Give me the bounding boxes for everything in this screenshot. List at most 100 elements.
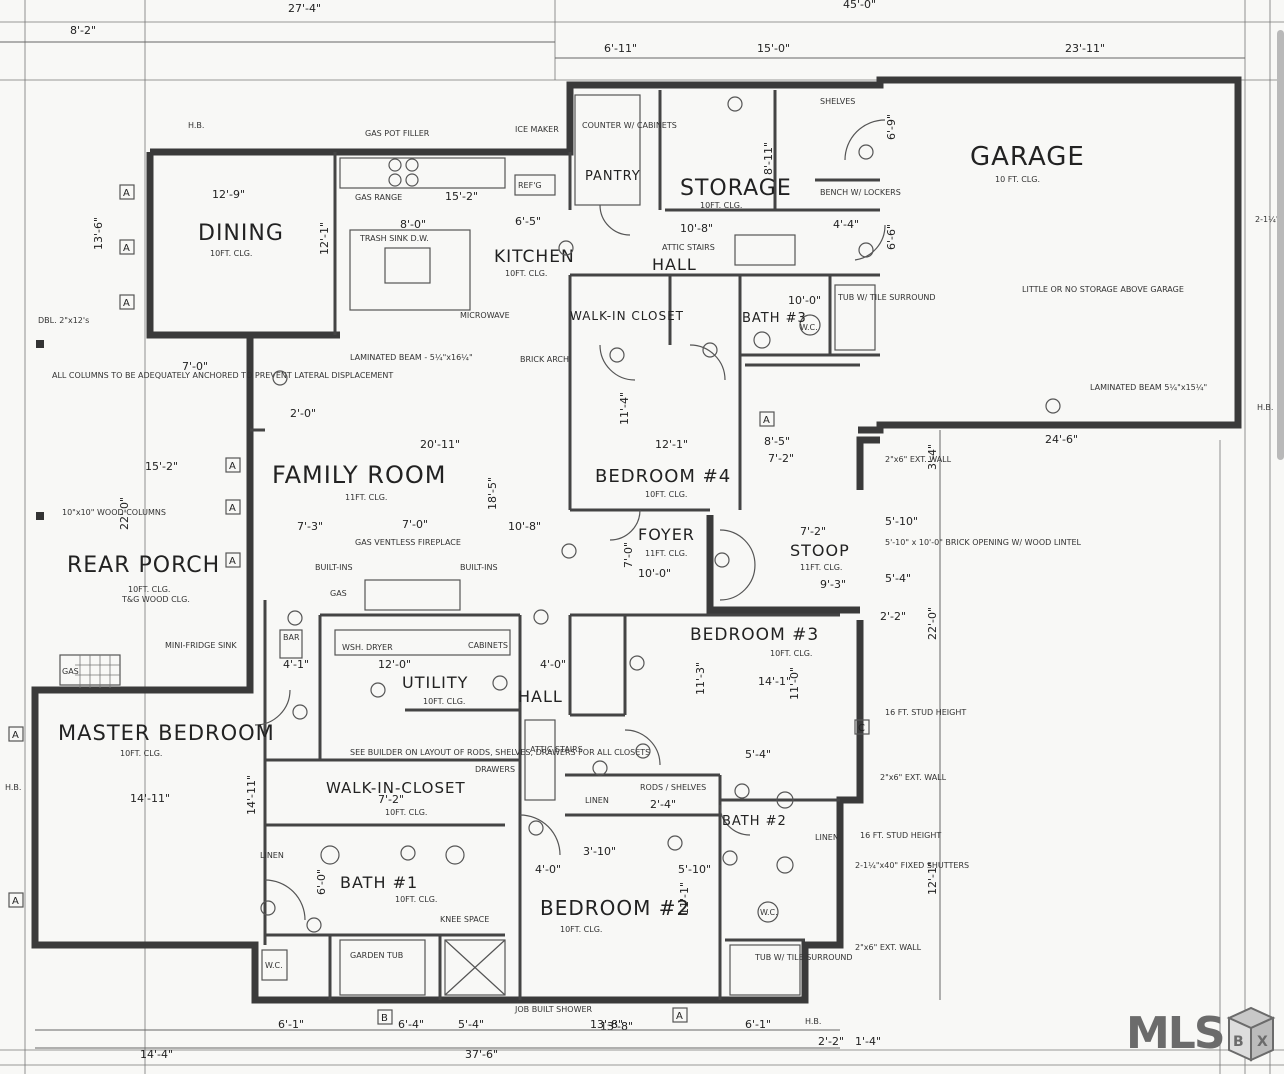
top-dimensions: 27'-4" 45'-0" 8'-2" 6'-11" 15'-0" 23'-11… bbox=[0, 0, 1245, 59]
svg-text:BENCH W/ LOCKERS: BENCH W/ LOCKERS bbox=[820, 188, 901, 197]
svg-text:ICE MAKER: ICE MAKER bbox=[515, 125, 559, 134]
svg-text:4'-4": 4'-4" bbox=[833, 218, 859, 231]
svg-text:2'-2": 2'-2" bbox=[818, 1035, 844, 1048]
svg-text:A: A bbox=[763, 415, 770, 426]
svg-text:A: A bbox=[123, 188, 130, 199]
svg-text:COUNTER W/ CABINETS: COUNTER W/ CABINETS bbox=[582, 121, 677, 130]
svg-text:7'-2": 7'-2" bbox=[768, 452, 794, 465]
svg-text:14'-4": 14'-4" bbox=[140, 1048, 173, 1061]
svg-text:A: A bbox=[123, 243, 130, 254]
room-garage-clg: 10 FT. CLG. bbox=[995, 175, 1040, 184]
svg-text:2-1¼"x40" FIXED SHUTTERS: 2-1¼"x40" FIXED SHUTTERS bbox=[855, 861, 969, 870]
svg-text:2'-2": 2'-2" bbox=[880, 610, 906, 623]
kitchen-sink bbox=[384, 247, 431, 284]
garage-note: LITTLE OR NO STORAGE ABOVE GARAGE bbox=[1022, 285, 1184, 294]
svg-text:BRICK ARCH: BRICK ARCH bbox=[520, 355, 569, 364]
dim-top-8-2: 8'-2" bbox=[70, 24, 96, 37]
svg-text:2"x6" EXT. WALL: 2"x6" EXT. WALL bbox=[880, 773, 947, 782]
svg-text:GAS RANGE: GAS RANGE bbox=[355, 193, 402, 202]
room-utility-clg: 10FT. CLG. bbox=[423, 697, 465, 706]
svg-text:TUB W/ TILE SURROUND: TUB W/ TILE SURROUND bbox=[754, 953, 853, 962]
box-icon: B X bbox=[1226, 1006, 1276, 1062]
room-walkin-master: WALK-IN-CLOSET bbox=[326, 779, 466, 797]
room-hall-mid: HALL bbox=[518, 687, 563, 706]
svg-text:WSH. DRYER: WSH. DRYER bbox=[342, 643, 393, 652]
svg-text:11'-0": 11'-0" bbox=[788, 667, 801, 700]
svg-text:H.B.: H.B. bbox=[5, 783, 21, 792]
dim-top-6-11: 6'-11" bbox=[604, 42, 637, 55]
dim-top-23-11: 23'-11" bbox=[1065, 42, 1105, 55]
svg-text:W.C.: W.C. bbox=[800, 323, 818, 332]
room-foyer-clg: 11FT. CLG. bbox=[645, 549, 687, 558]
room-pantry: PANTRY bbox=[585, 169, 641, 184]
room-dining-clg: 10FT. CLG. bbox=[210, 249, 252, 258]
room-kitchen-clg: 10FT. CLG. bbox=[505, 269, 547, 278]
svg-text:RODS / SHELVES: RODS / SHELVES bbox=[640, 783, 706, 792]
interior-dimensions: 12'-9" 13'-6" 15'-2" 12'-1" 8'-0" 6'-5" … bbox=[92, 114, 1078, 1033]
dim-top-total-right: 45'-0" bbox=[843, 0, 876, 11]
svg-text:GAS POT FILLER: GAS POT FILLER bbox=[365, 129, 430, 138]
svg-text:7'-0": 7'-0" bbox=[622, 542, 635, 568]
svg-text:ALL COLUMNS TO BE ADEQUATELY A: ALL COLUMNS TO BE ADEQUATELY ANCHORED TO… bbox=[52, 371, 393, 380]
room-bath3: BATH #3 bbox=[742, 311, 807, 326]
svg-text:16 FT. STUD HEIGHT: 16 FT. STUD HEIGHT bbox=[860, 831, 941, 840]
svg-text:A: A bbox=[676, 1011, 683, 1022]
svg-text:BUILT-INS: BUILT-INS bbox=[460, 563, 498, 572]
bath1-wc bbox=[261, 949, 288, 981]
svg-text:MINI-FRIDGE SINK: MINI-FRIDGE SINK bbox=[165, 641, 237, 650]
svg-text:8'-0": 8'-0" bbox=[400, 218, 426, 231]
svg-text:13'-8": 13'-8" bbox=[590, 1018, 623, 1031]
svg-text:ATTIC STAIRS: ATTIC STAIRS bbox=[530, 745, 583, 754]
room-utility: UTILITY bbox=[402, 673, 468, 692]
room-hall-top: HALL bbox=[652, 255, 697, 274]
svg-text:JOB BUILT SHOWER: JOB BUILT SHOWER bbox=[514, 1005, 593, 1014]
svg-text:A: A bbox=[229, 503, 236, 514]
logo-text: MLS bbox=[1126, 1008, 1226, 1059]
svg-text:2-1¼"x40" FIXED SHUTTERS: 2-1¼"x40" FIXED SHUTTERS bbox=[1255, 215, 1284, 224]
svg-text:4'-0": 4'-0" bbox=[535, 863, 561, 876]
svg-text:MICROWAVE: MICROWAVE bbox=[460, 311, 510, 320]
svg-text:7'-0": 7'-0" bbox=[182, 360, 208, 373]
svg-text:5'-10": 5'-10" bbox=[885, 515, 918, 528]
svg-text:18'-5": 18'-5" bbox=[486, 477, 499, 510]
svg-text:H.B.: H.B. bbox=[805, 1017, 821, 1026]
porch-details bbox=[36, 340, 120, 688]
svg-text:C: C bbox=[858, 723, 865, 734]
bath2-wc bbox=[757, 901, 779, 923]
built-shower bbox=[444, 939, 506, 996]
svg-text:H.B.: H.B. bbox=[1257, 403, 1273, 412]
room-bedroom4: BEDROOM #4 bbox=[595, 466, 731, 487]
svg-text:ATTIC STAIRS: ATTIC STAIRS bbox=[662, 243, 715, 252]
svg-text:37'-6": 37'-6" bbox=[465, 1048, 498, 1061]
svg-text:2'-4": 2'-4" bbox=[650, 798, 676, 811]
svg-text:LINEN: LINEN bbox=[815, 833, 839, 842]
fireplace bbox=[364, 579, 461, 611]
svg-text:8'-5": 8'-5" bbox=[764, 435, 790, 448]
room-foyer: FOYER bbox=[638, 525, 695, 544]
svg-text:12'-1": 12'-1" bbox=[655, 438, 688, 451]
room-porch-clg: 10FT. CLG. bbox=[128, 585, 170, 594]
svg-text:14'-11": 14'-11" bbox=[245, 775, 258, 815]
room-walkin-clg: 10FT. CLG. bbox=[385, 808, 427, 817]
svg-text:13'-6": 13'-6" bbox=[92, 217, 105, 250]
scrollbar[interactable] bbox=[1277, 30, 1284, 460]
bath3-wc bbox=[799, 314, 821, 336]
svg-text:6'-0": 6'-0" bbox=[315, 869, 328, 895]
svg-text:22'-0": 22'-0" bbox=[118, 497, 131, 530]
svg-text:15'-2": 15'-2" bbox=[145, 460, 178, 473]
kitchen-counter bbox=[339, 157, 506, 189]
svg-text:W.C.: W.C. bbox=[265, 961, 283, 970]
annotations: GAS POT FILLER ICE MAKER GAS RANGE REF'G… bbox=[5, 97, 1284, 1026]
svg-text:GAS VENTLESS FIREPLACE: GAS VENTLESS FIREPLACE bbox=[355, 538, 461, 547]
garden-tub bbox=[339, 939, 426, 996]
svg-text:10'-8": 10'-8" bbox=[508, 520, 541, 533]
room-family: FAMILY ROOM bbox=[272, 461, 446, 489]
fixtures bbox=[59, 94, 876, 996]
svg-text:15'-2": 15'-2" bbox=[445, 190, 478, 203]
svg-text:6'-1": 6'-1" bbox=[745, 1018, 771, 1031]
svg-text:7'-0": 7'-0" bbox=[402, 518, 428, 531]
svg-text:A: A bbox=[12, 730, 19, 741]
utility-cabinets bbox=[334, 629, 511, 656]
